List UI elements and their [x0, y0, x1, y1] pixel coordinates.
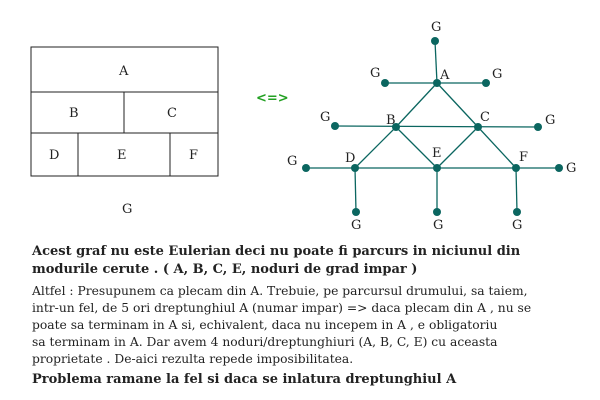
rect-label-c: C	[167, 106, 177, 121]
node-g	[513, 208, 521, 216]
graph-label-d: D	[345, 151, 355, 166]
node-a	[433, 79, 441, 87]
explanation-line-4: sa terminam in A. Dar avem 4 noduri/drep…	[32, 335, 498, 349]
footer-conclusion: Problema ramane la fel si daca se inlatu…	[32, 372, 457, 387]
graph-label-f: F	[519, 150, 528, 165]
rect-label-b: B	[69, 106, 79, 121]
rect-label-f: F	[189, 148, 198, 163]
headline-line-1: Acest graf nu este Eulerian deci nu poat…	[32, 244, 521, 259]
graph-label-g: G	[512, 218, 522, 233]
headline-line-2: modurile cerute . ( A, B, C, E, noduri d…	[32, 262, 418, 277]
graph-label-g: G	[370, 66, 380, 81]
explanation-line-3: poate sa terminam in A si, echivalent, d…	[32, 318, 498, 332]
explanation-line-5: proprietate . De-aici rezulta repede imp…	[32, 352, 354, 366]
equivalence-symbol: <=>	[256, 91, 289, 106]
graph-label-g: G	[492, 67, 502, 82]
node-d	[351, 164, 359, 172]
outer-rectangle	[30, 46, 219, 177]
graph-label-g: G	[431, 20, 441, 35]
node-g	[352, 208, 360, 216]
graph-label-g: G	[433, 218, 443, 233]
node-g	[555, 164, 563, 172]
graph-label-e: E	[432, 146, 442, 161]
rectangle-partition	[30, 46, 219, 177]
graph-label-g: G	[320, 110, 330, 125]
node-c	[474, 123, 482, 131]
graph-nodes	[302, 37, 563, 216]
diagram: A B C D E F G <=> G A	[30, 20, 576, 233]
graph-label-b: B	[386, 113, 396, 128]
graph-edges	[306, 40, 559, 213]
node-g	[433, 208, 441, 216]
explanation-line-1: Altfel : Presupunem ca plecam din A. Tre…	[32, 284, 528, 298]
graph-label-g: G	[545, 113, 555, 128]
rect-label-d: D	[49, 148, 59, 163]
node-g	[431, 37, 439, 45]
node-b	[392, 123, 400, 131]
node-g	[302, 164, 310, 172]
graph-label-g: G	[566, 161, 576, 176]
explanation-line-2: intr-un fel, de 5 ori dreptunghiul A (nu…	[32, 301, 532, 315]
graph-label-c: C	[480, 110, 490, 125]
node-g	[534, 123, 542, 131]
rect-label-a: A	[118, 64, 129, 79]
node-f	[512, 164, 520, 172]
node-e	[433, 164, 441, 172]
node-g	[482, 79, 490, 87]
graph-label-g: G	[287, 154, 297, 169]
rect-label-g: G	[122, 202, 132, 217]
node-g	[381, 79, 389, 87]
graph-label-g: G	[351, 218, 361, 233]
node-g	[331, 122, 339, 130]
graph-label-a: A	[439, 68, 450, 83]
rect-label-e: E	[117, 148, 127, 163]
